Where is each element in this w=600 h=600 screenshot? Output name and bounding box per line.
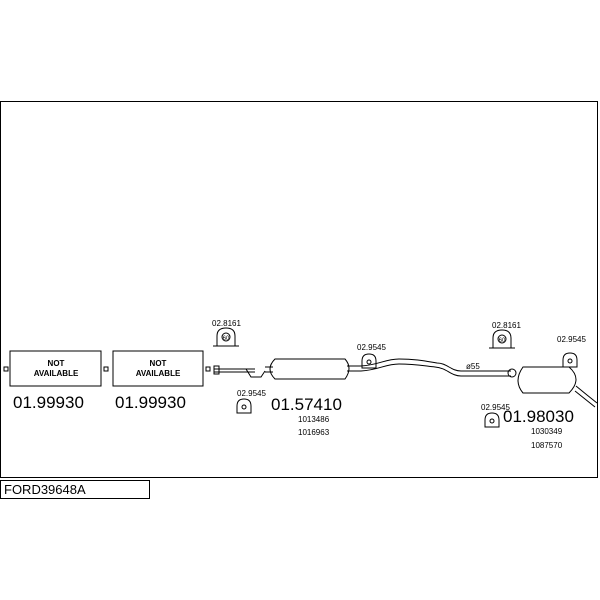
front-pipe-1-right-connector [103,366,109,372]
model-code-box: FORD39648A [0,480,150,499]
model-code: FORD39648A [4,482,86,497]
hanger-front-label: 02.9545 [237,389,266,398]
front-pipe-section [214,368,255,373]
clamp-front-label: 02.8161 [212,319,241,328]
tail-pipe [574,385,598,408]
hanger-rear-bottom-icon [484,412,500,428]
front-pipe-2-right-connector [205,366,211,372]
hanger-front-icon [236,398,252,414]
rear-silencer-inlet-clamp [507,368,517,378]
front-pipe-1-box [9,350,102,387]
clamp-rear-icon [489,329,515,349]
front-pipe-flange [213,365,220,375]
rear-silencer [517,366,577,394]
hanger-mid-icon [361,353,377,369]
middle-silencer-outlet [347,365,361,372]
rear-silencer-ref-2: 1087570 [531,441,563,450]
middle-silencer-inlet [265,366,273,373]
front-pipe-bend [245,368,266,378]
exhaust-diagram: NOT AVAILABLE NOT AVAILABLE 01.99930 01.… [3,319,598,450]
rear-silencer-part-number: 01.98030 [503,407,574,426]
clamp-front-size: 60 [223,336,230,342]
front-pipe-1-part-number: 01.99930 [13,393,84,412]
front-pipe-2-box [112,350,204,387]
front-pipe-1-na-line1: NOT [48,359,65,368]
front-pipe-2-na-line2: AVAILABLE [136,369,181,378]
hanger-rear-top-icon [562,352,578,368]
clamp-front-icon [213,327,239,347]
hanger-rear-bottom-label: 02.9545 [481,403,510,412]
rear-silencer-ref-1: 1030349 [531,427,563,436]
hanger-mid-label: 02.9545 [357,343,386,352]
front-pipe-2-na-line1: NOT [150,359,167,368]
middle-silencer-ref-1: 1013486 [298,415,330,424]
intermediate-pipe [360,358,499,372]
clamp-rear-label: 02.8161 [492,321,521,330]
clamp-rear-size: 60 [499,338,506,344]
front-pipe-2-part-number: 01.99930 [115,393,186,412]
diagram-frame: NOT AVAILABLE NOT AVAILABLE 01.99930 01.… [0,101,598,478]
middle-silencer [269,358,350,380]
pipe-diameter-label: ø55 [466,362,480,371]
hanger-rear-top-label: 02.9545 [557,335,586,344]
front-pipe-1-na-line2: AVAILABLE [34,369,79,378]
intermediate-pipe-lower [360,363,499,377]
front-pipe-1-left-connector [3,366,9,372]
middle-silencer-part-number: 01.57410 [271,395,342,414]
middle-silencer-ref-2: 1016963 [298,428,330,437]
